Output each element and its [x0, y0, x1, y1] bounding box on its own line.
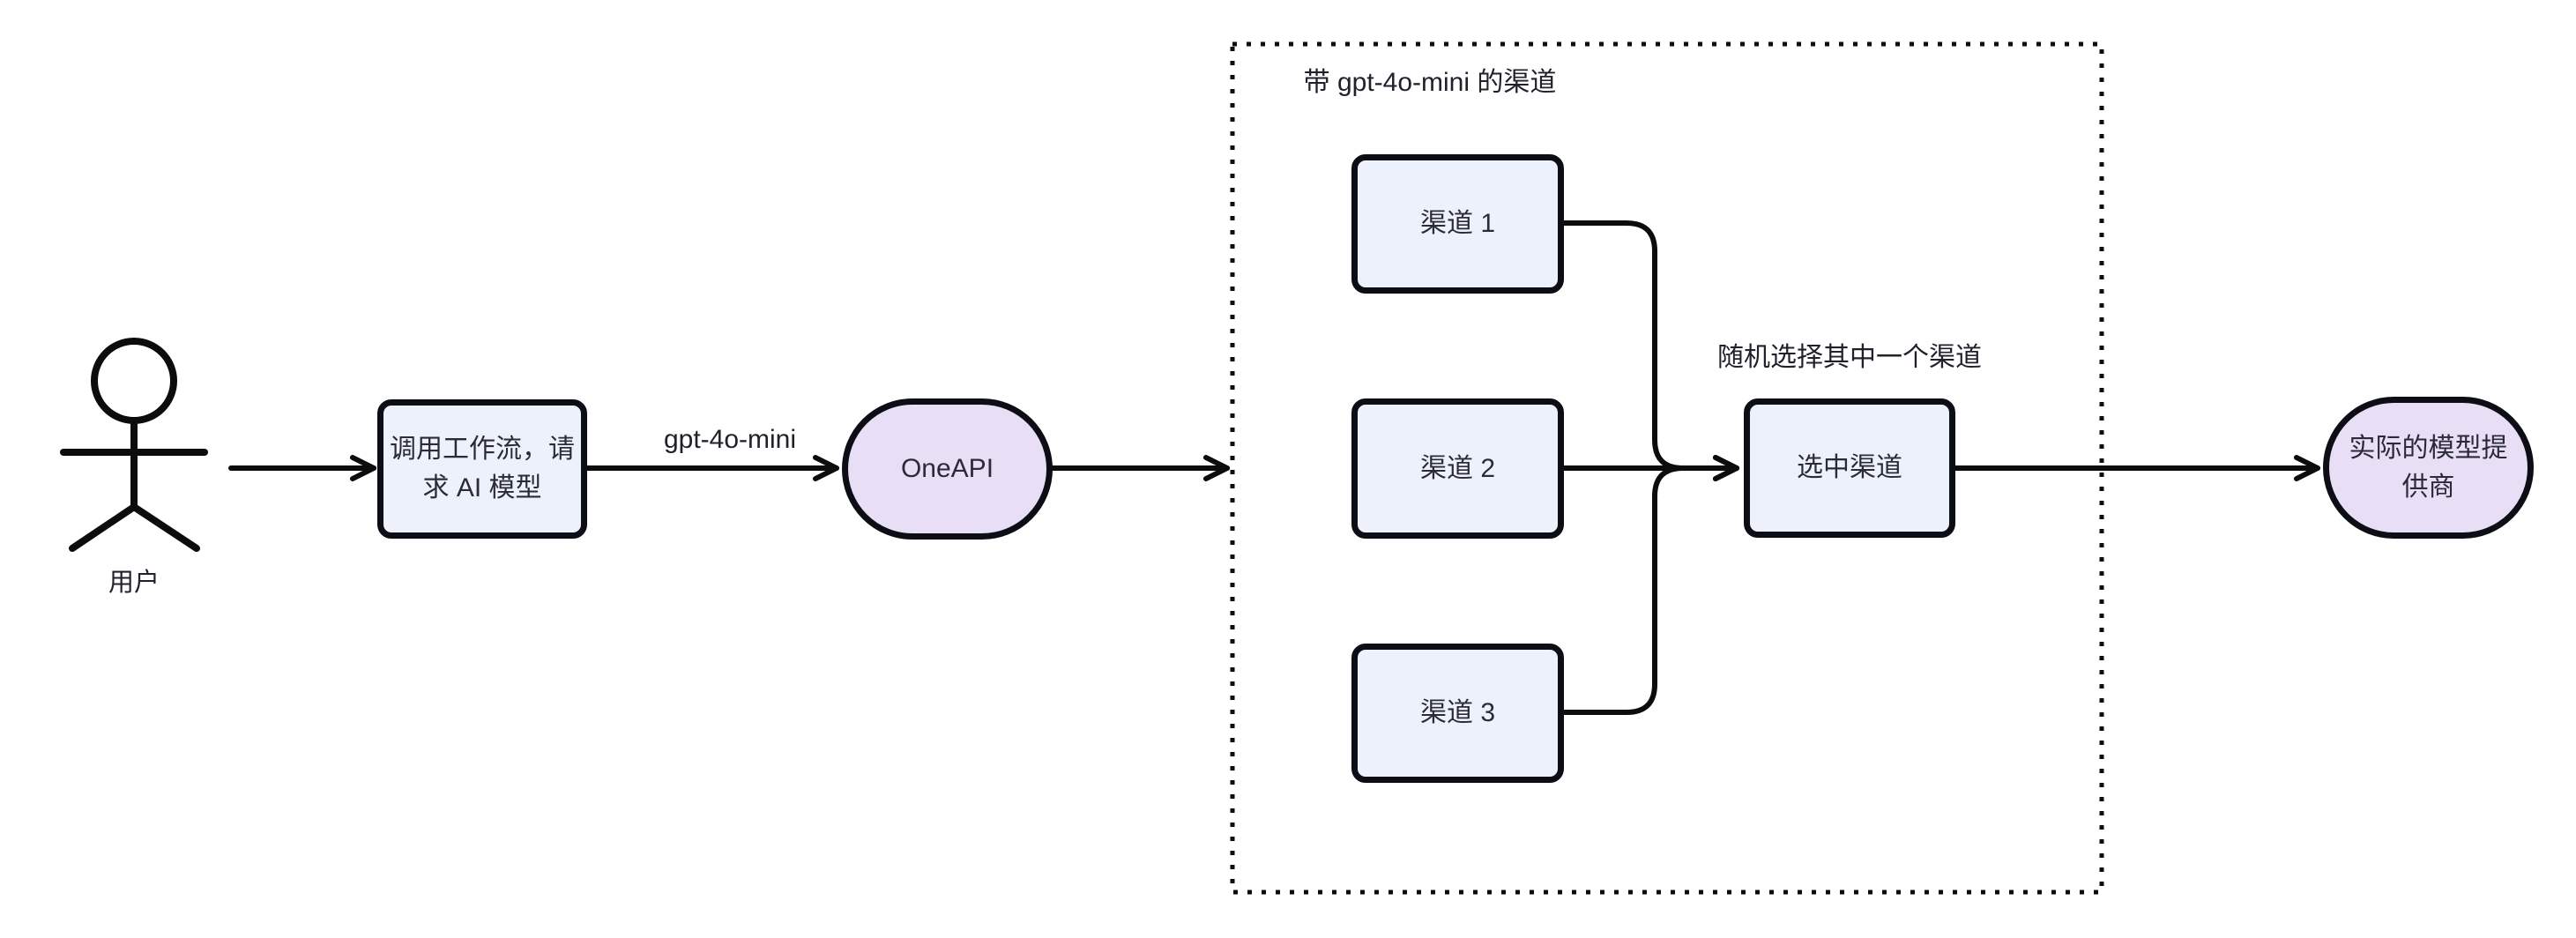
- channel2-node-label: 渠道 2: [1419, 453, 1496, 483]
- workflow-node: 调用工作流，请 求 AI 模型: [377, 399, 587, 539]
- actor-figure: [60, 338, 208, 552]
- actor-right-leg: [130, 503, 200, 552]
- actor-label: 用户: [108, 569, 160, 597]
- oneapi-node-label: OneAPI: [900, 454, 994, 483]
- provider-node-label-line1: 实际的模型提: [2349, 433, 2508, 463]
- actor-left-leg: [69, 503, 138, 552]
- channel3-node: 渠道 3: [1351, 644, 1564, 783]
- workflow-node-label-line2: 求 AI 模型: [422, 473, 542, 502]
- edge-channel1-to-selected: [1560, 220, 1739, 481]
- subgraph-title: 带 gpt-4o-mini 的渠道: [1303, 68, 1557, 97]
- actor-head: [91, 338, 177, 424]
- provider-node: 实际的模型提 供商: [2323, 397, 2534, 539]
- selected-channel-node: 选中渠道: [1744, 398, 1955, 538]
- channel3-node-label: 渠道 3: [1419, 698, 1496, 727]
- channel1-node-label: 渠道 1: [1419, 209, 1496, 238]
- workflow-node-label-line1: 调用工作流，请: [390, 435, 575, 464]
- provider-node-label-line2: 供商: [2401, 472, 2455, 502]
- selected-channel-node-label: 选中渠道: [1797, 453, 1902, 482]
- edge-label-gpt-model: gpt-4o-mini: [663, 425, 797, 454]
- channel1-node: 渠道 1: [1351, 154, 1564, 294]
- oneapi-node: OneAPI: [842, 398, 1053, 540]
- channel2-node: 渠道 2: [1351, 398, 1564, 539]
- edge-channel3-to-selected: [1560, 455, 1739, 715]
- random-pick-label: 随机选择其中一个渠道: [1717, 343, 1982, 372]
